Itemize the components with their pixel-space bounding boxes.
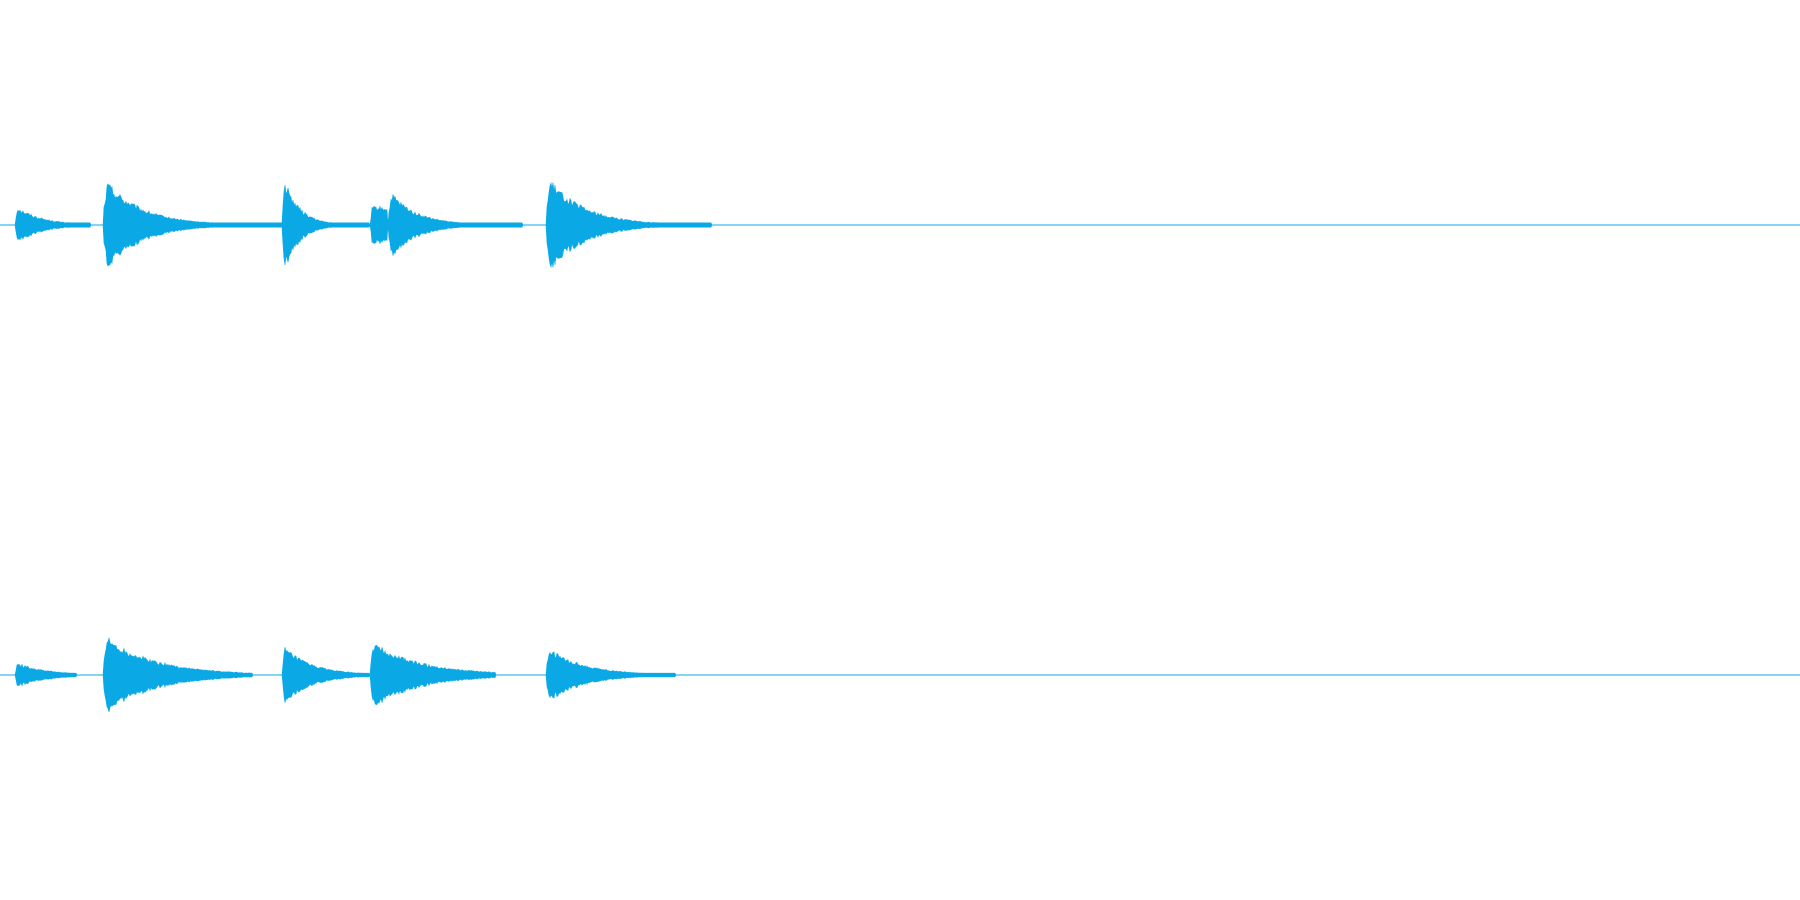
channel-1-waveform — [0, 181, 1800, 269]
channel-1-signal — [0, 181, 1799, 269]
channel-2-signal — [0, 637, 1799, 713]
channel-2-waveform — [0, 637, 1800, 713]
